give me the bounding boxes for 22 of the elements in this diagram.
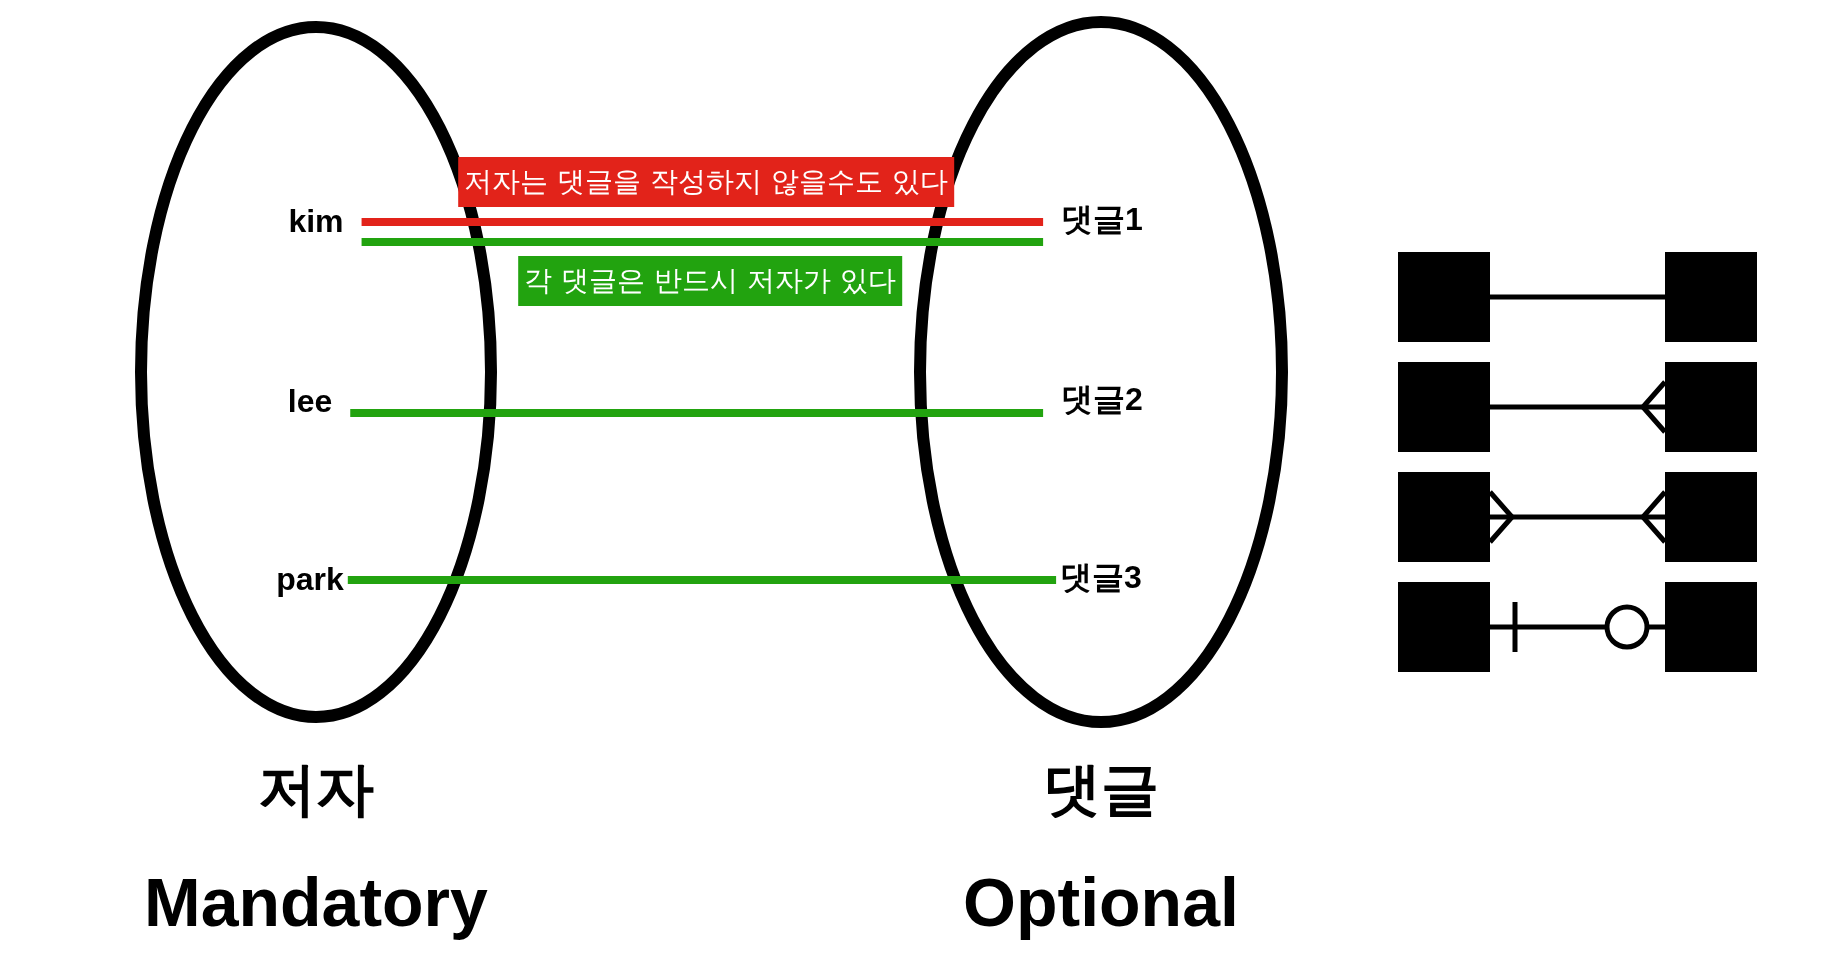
item-label: 댓글3 bbox=[1060, 560, 1142, 596]
entity-box bbox=[1665, 362, 1757, 452]
item-label: 댓글2 bbox=[1061, 382, 1143, 418]
edge-label: 저자는 댓글을 작성하지 않을수도 있다 bbox=[458, 157, 954, 207]
item-label: kim bbox=[288, 204, 344, 240]
relationship-line bbox=[1490, 599, 1665, 655]
set-heading: 댓글 bbox=[1043, 757, 1159, 821]
item-label: 댓글1 bbox=[1061, 202, 1143, 238]
entity-box bbox=[1665, 472, 1757, 562]
entity-box bbox=[1665, 252, 1757, 342]
entity-box bbox=[1398, 582, 1490, 672]
item-label: park bbox=[276, 562, 344, 598]
relationship-line bbox=[1490, 294, 1665, 300]
entity-box bbox=[1398, 252, 1490, 342]
entity-box bbox=[1665, 582, 1757, 672]
set-caption: Mandatory bbox=[144, 864, 488, 940]
item-label: lee bbox=[287, 384, 333, 420]
entity-box bbox=[1398, 362, 1490, 452]
set-caption: Optional bbox=[963, 864, 1239, 940]
set-heading: 저자 bbox=[258, 757, 374, 821]
edge-label: 각 댓글은 반드시 저자가 있다 bbox=[518, 256, 902, 306]
entity-box bbox=[1398, 472, 1490, 562]
